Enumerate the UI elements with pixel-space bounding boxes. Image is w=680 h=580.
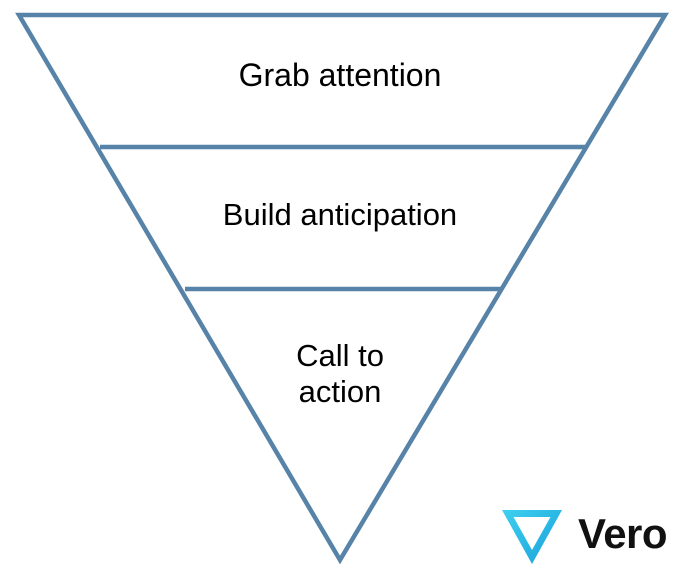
- funnel-stage-label-build-anticipation: Build anticipation: [222, 197, 458, 232]
- funnel-stage-label-grab-attention: Grab attention: [238, 57, 442, 93]
- brand-name-text: Vero: [578, 510, 668, 557]
- funnel-stage-label-call-to-action: Call to action: [296, 338, 384, 409]
- brand-logo: Vero: [500, 500, 675, 572]
- vero-triangle-icon: [502, 510, 562, 564]
